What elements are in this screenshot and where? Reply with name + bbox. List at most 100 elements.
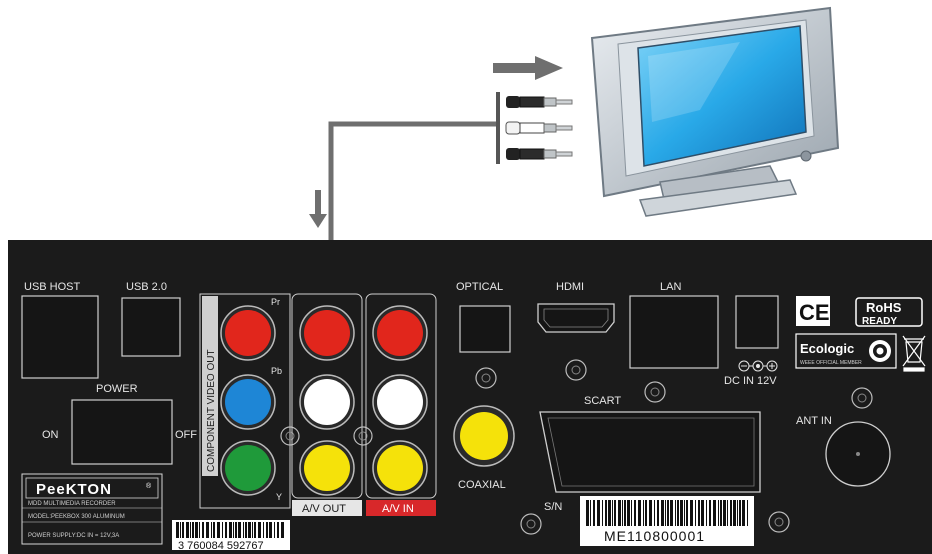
optical-label: OPTICAL xyxy=(456,281,503,293)
barcode-stripe xyxy=(258,522,261,538)
ce-mark-icon: CE xyxy=(796,296,830,326)
optical-port xyxy=(459,305,511,353)
serial-number: ME110800001 xyxy=(604,528,705,544)
barcode-stripe xyxy=(638,500,641,526)
screw-hole xyxy=(644,381,666,403)
barcode-stripe xyxy=(233,522,234,538)
barcode-stripe xyxy=(649,500,652,526)
hdmi-label: HDMI xyxy=(556,281,584,293)
jack-pr-label: Pr xyxy=(271,297,280,307)
power-label: POWER xyxy=(96,383,138,395)
barcode-stripe xyxy=(730,500,732,526)
barcode-stripe xyxy=(211,522,212,538)
power-off-label: OFF xyxy=(175,429,197,441)
barcode-number: 3 760084 592767 xyxy=(178,540,264,552)
jack-y-label: Y xyxy=(276,492,282,502)
coaxial-label: COAXIAL xyxy=(458,479,506,491)
component-video-label: COMPONENT VIDEO OUT xyxy=(206,349,217,472)
rohs-badge: RoHS READY xyxy=(855,297,923,327)
barcode-stripe xyxy=(670,500,673,526)
barcode-stripe xyxy=(643,500,644,526)
barcode-stripe xyxy=(176,522,179,538)
brand-label: PeeKTON ® MDD MULTIMEDIA RECORDER MODEL:… xyxy=(21,473,163,545)
barcode-stripe xyxy=(690,500,693,526)
barcode-stripe xyxy=(661,500,664,526)
av-out-label: A/V OUT xyxy=(302,503,346,515)
barcode-stripe xyxy=(608,500,611,526)
barcode-stripe xyxy=(684,500,685,526)
barcode-stripe xyxy=(263,522,264,538)
screw-hole xyxy=(565,359,587,381)
serial-barcode: ME110800001 xyxy=(580,496,754,546)
barcode-stripe xyxy=(614,500,616,526)
barcode-stripe xyxy=(675,500,676,526)
barcode-stripe xyxy=(199,522,200,538)
arrow-right-icon xyxy=(493,56,563,80)
screw-hole xyxy=(768,511,790,533)
barcode-stripe xyxy=(723,500,726,526)
barcode-stripe xyxy=(634,500,636,526)
barcode-stripe xyxy=(235,522,237,538)
usb2-port xyxy=(121,297,181,357)
scart-port xyxy=(539,411,761,493)
barcode-stripe xyxy=(195,522,198,538)
barcode-stripe xyxy=(180,522,181,538)
lan-label: LAN xyxy=(660,281,681,293)
dc-in-label: DC IN 12V xyxy=(724,375,777,387)
av-in-label: A/V IN xyxy=(382,503,414,515)
screw-hole xyxy=(475,367,497,389)
barcode-stripe xyxy=(254,522,256,538)
power-switch xyxy=(71,399,173,465)
barcode-stripe xyxy=(677,500,679,526)
barcode-stripe xyxy=(605,500,607,526)
power-on-label: ON xyxy=(42,429,59,441)
barcode-stripe xyxy=(718,500,719,526)
barcode-stripe xyxy=(645,500,647,526)
barcode-stripe xyxy=(654,500,655,526)
usb-host-port xyxy=(21,295,99,379)
barcode-stripe xyxy=(238,522,241,538)
jack-pb-fill xyxy=(225,379,271,425)
jack-y-fill xyxy=(225,445,271,491)
barcode-stripe xyxy=(624,500,626,526)
screw-hole xyxy=(851,387,873,409)
usb-host-label: USB HOST xyxy=(24,281,81,293)
lan-port xyxy=(629,295,719,369)
barcode-stripe xyxy=(229,522,232,538)
dc-in-port xyxy=(735,295,779,349)
barcode-stripe xyxy=(695,500,696,526)
barcode-stripe xyxy=(206,522,209,538)
barcode-icon: 3 760084 592767 xyxy=(172,520,290,552)
barcode-stripe xyxy=(713,500,716,526)
barcode-stripe xyxy=(202,522,204,538)
barcode-stripe xyxy=(737,500,738,526)
rca-cable-icon xyxy=(496,92,573,164)
barcode-stripe xyxy=(274,522,275,538)
usb2-label: USB 2.0 xyxy=(126,281,167,293)
barcode-stripe xyxy=(627,500,630,526)
rohs-text: RoHS xyxy=(866,300,902,315)
barcode-stripe xyxy=(245,522,247,538)
brand-line-3: POWER SUPPLY:DC IN = 12V,3A xyxy=(28,533,119,539)
ant-in-label: ANT IN xyxy=(796,415,832,427)
barcode-stripe xyxy=(222,522,223,538)
barcode-stripe xyxy=(720,500,722,526)
brand-line-1: MDD MULTIMEDIA RECORDER xyxy=(28,501,116,507)
barcode-stripe xyxy=(742,500,745,526)
connection-wire xyxy=(328,121,496,262)
barcode-stripe xyxy=(698,500,700,526)
barcode-stripe xyxy=(277,522,279,538)
barcode-stripe xyxy=(680,500,683,526)
barcode-stripe xyxy=(733,500,736,526)
barcode-stripe xyxy=(597,500,600,526)
barcode-stripe xyxy=(217,522,220,538)
jack-pr-fill xyxy=(225,310,271,356)
barcode-stripe xyxy=(182,522,184,538)
barcode-stripe xyxy=(248,522,251,538)
barcode-stripe xyxy=(252,522,253,538)
ecologic-sub-text: WEEE OFFICIAL MEMBER xyxy=(800,360,862,366)
barcode-stripe xyxy=(622,500,623,526)
barcode-stripe xyxy=(586,500,589,526)
brand-name: PeeKTON xyxy=(36,481,112,498)
